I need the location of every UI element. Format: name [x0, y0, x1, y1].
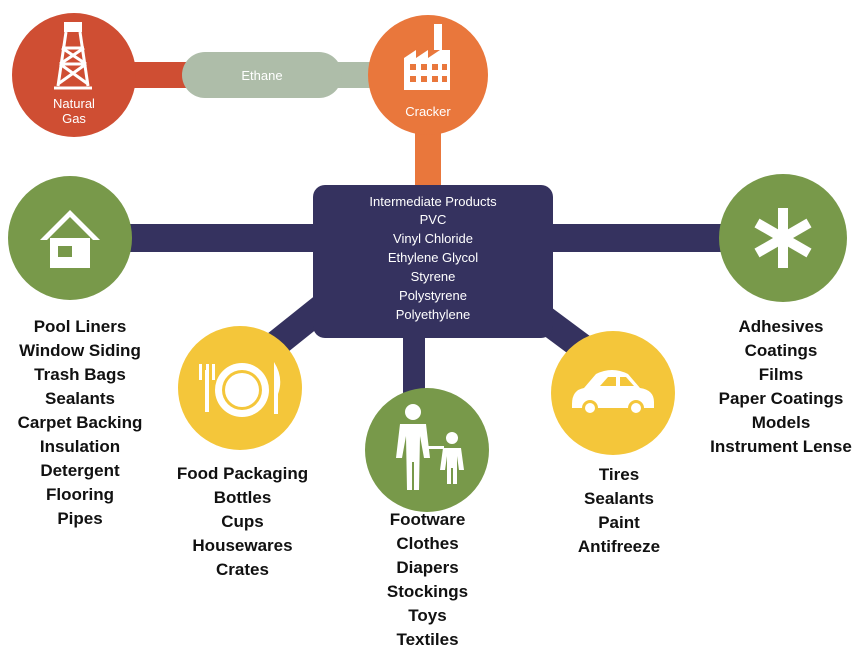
- center-item: Polystyrene: [399, 288, 467, 303]
- list-item: Tires: [598, 465, 640, 484]
- cracker-node: Cracker: [368, 15, 488, 135]
- list-item: Housewares: [192, 536, 293, 555]
- ethane-label: Ethane: [241, 68, 282, 83]
- list-item: Toys: [408, 606, 447, 625]
- connector-family: [403, 330, 425, 395]
- list-item: Food Packaging: [176, 464, 309, 483]
- list-item: Insulation: [39, 437, 121, 456]
- center-item: Ethylene Glycol: [388, 250, 478, 265]
- cracker-label: Cracker: [405, 104, 451, 119]
- list-item: Textiles: [396, 630, 459, 649]
- list-item: Trash Bags: [34, 365, 126, 384]
- oil-derrick-icon: [54, 22, 92, 90]
- list-item: Diapers: [396, 558, 459, 577]
- car-node: [551, 331, 675, 455]
- list-item: Pool Liners: [33, 317, 127, 336]
- list-item: Crates: [216, 560, 269, 579]
- list-item: Clothes: [396, 534, 459, 553]
- list-item: Carpet Backing: [17, 413, 143, 432]
- list-item: Sealants: [584, 489, 654, 508]
- center-title: Intermediate Products: [369, 194, 497, 209]
- list-item: Detergent: [40, 461, 120, 480]
- house-product-list: Pool Liners Window Siding Trash Bags Sea…: [4, 315, 156, 531]
- car-icon: [572, 370, 654, 416]
- list-item: Films: [758, 365, 804, 384]
- list-item: Paint: [598, 513, 640, 532]
- asterisk-icon: [754, 208, 812, 268]
- center-item: Styrene: [411, 269, 456, 284]
- list-item: Coatings: [744, 341, 818, 360]
- connector-cracker-center: [415, 130, 441, 195]
- connector-right: [550, 224, 740, 252]
- ethane-capsule: [182, 52, 342, 98]
- list-item: Bottles: [213, 488, 272, 507]
- plate-fork-knife-icon: [199, 362, 281, 417]
- intermediate-products-box: Intermediate Products PVC Vinyl Chloride…: [313, 185, 553, 338]
- list-item: Paper Coatings: [718, 389, 844, 408]
- list-item: Models: [751, 413, 811, 432]
- center-item: PVC: [420, 212, 447, 227]
- center-item: Polyethylene: [396, 307, 470, 322]
- list-item: Sealants: [45, 389, 115, 408]
- asterisk-node: [719, 174, 847, 302]
- family-product-list: Footware Clothes Diapers Stockings Toys …: [370, 508, 485, 652]
- list-item: Footware: [389, 510, 466, 529]
- natural-gas-node: Natural Gas: [12, 13, 136, 137]
- family-node: [365, 388, 489, 512]
- natural-gas-label-line1: Natural: [53, 96, 95, 111]
- list-item: Antifreeze: [577, 537, 661, 556]
- food-product-list: Food Packaging Bottles Cups Housewares C…: [165, 462, 320, 582]
- food-node: [178, 326, 302, 450]
- factory-icon: [404, 24, 450, 90]
- house-icon: [40, 210, 100, 268]
- list-item: Stockings: [386, 582, 469, 601]
- list-item: Flooring: [46, 485, 114, 504]
- list-item: Window Siding: [19, 341, 141, 360]
- list-item: Pipes: [57, 509, 103, 528]
- list-item: Adhesives: [738, 317, 824, 336]
- list-item: Cups: [221, 512, 264, 531]
- car-product-list: Tires Sealants Paint Antifreeze: [560, 463, 678, 559]
- list-item: Instrument Lense: [710, 437, 852, 456]
- parent-child-icon: [396, 404, 464, 490]
- natural-gas-label-line2: Gas: [62, 111, 86, 126]
- center-item: Vinyl Chloride: [393, 231, 473, 246]
- connector-left: [120, 224, 320, 252]
- asterisk-product-list: Adhesives Coatings Films Paper Coatings …: [698, 315, 864, 459]
- house-node: [8, 176, 132, 300]
